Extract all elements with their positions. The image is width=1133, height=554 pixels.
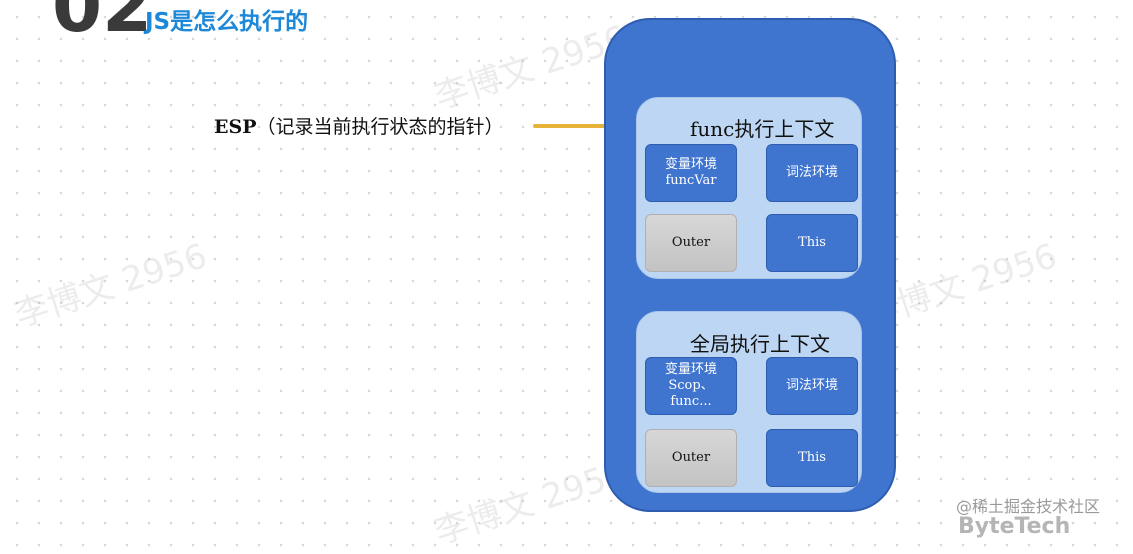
func-variable-env-label: 变量环境 <box>664 156 717 172</box>
global-variable-env-detail-1: Scop、 <box>668 377 714 393</box>
global-this-label: This <box>798 449 826 465</box>
esp-note: （记录当前执行状态的指针） <box>256 116 504 138</box>
footer-brand-logo: ByteTech <box>958 514 1071 539</box>
watermark-text: 李博文 2956 <box>429 18 632 118</box>
func-this: This <box>766 214 858 272</box>
func-this-label: This <box>798 234 826 250</box>
global-context-title: 全局执行上下文 <box>690 332 830 356</box>
func-outer: Outer <box>645 214 737 272</box>
func-outer-label: Outer <box>671 234 711 250</box>
esp-pointer-line <box>533 124 627 128</box>
global-variable-env-detail-2: func... <box>670 394 712 410</box>
global-lexical-env-label: 词法环境 <box>785 377 838 393</box>
watermark-text: 李博文 2956 <box>9 236 212 336</box>
func-variable-environment: 变量环境 funcVar <box>645 144 737 202</box>
section-number: 02 <box>52 0 153 48</box>
global-outer-label: Outer <box>671 449 711 465</box>
slide-title: JS是怎么执行的 <box>145 9 309 35</box>
global-variable-environment: 变量环境 Scop、 func... <box>645 357 737 415</box>
footer-watermark: @稀土掘金技术社区 <box>956 497 1101 516</box>
global-outer: Outer <box>645 429 737 487</box>
global-this: This <box>766 429 858 487</box>
esp-label: ESP（记录当前执行状态的指针） <box>214 112 504 139</box>
global-lexical-environment: 词法环境 <box>766 357 858 415</box>
global-variable-env-label: 变量环境 <box>664 361 717 377</box>
func-lexical-environment: 词法环境 <box>766 144 858 202</box>
esp-name: ESP <box>214 116 257 138</box>
func-context-title: func执行上下文 <box>690 117 835 141</box>
func-variable-env-detail: funcVar <box>665 173 717 188</box>
func-lexical-env-label: 词法环境 <box>785 164 838 180</box>
watermark-text: 李博文 2956 <box>429 453 632 553</box>
